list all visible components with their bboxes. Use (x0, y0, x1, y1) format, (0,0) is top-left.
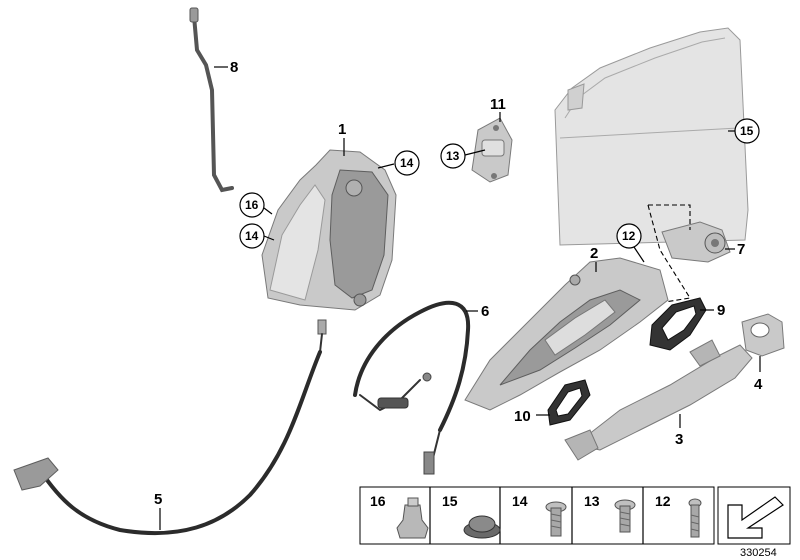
orientation-arrow-icon (727, 496, 784, 539)
callout-2: 2 (590, 245, 598, 262)
legend: 16 15 14 13 12 (359, 486, 791, 545)
callout-16: 16 (245, 198, 259, 212)
callout-12: 12 (622, 229, 636, 243)
legend-label-13: 13 (584, 493, 600, 509)
legend-screw-14 (545, 501, 567, 537)
part-2-handle-carrier (464, 257, 669, 411)
legend-label-15: 15 (442, 493, 458, 509)
callout-11: 11 (490, 96, 506, 113)
part-4-cover-cap (741, 313, 785, 357)
part-11-catch (471, 117, 513, 183)
legend-plug-15 (463, 515, 501, 539)
part-6-cable (353, 300, 471, 475)
part-3-door-handle (564, 339, 753, 461)
callout-7: 7 (737, 241, 745, 258)
callout-3: 3 (675, 431, 683, 448)
callouts: 1 8 14 16 14 11 13 15 12 7 2 (154, 59, 763, 530)
part-10-gasket (547, 379, 591, 426)
callout-15: 15 (740, 124, 754, 138)
legend-label-16: 16 (370, 493, 386, 509)
part-5-bowden-cable (13, 333, 323, 536)
part-1-door-lock (261, 149, 397, 335)
callout-9: 9 (717, 302, 725, 319)
callout-10: 10 (514, 408, 531, 425)
callout-6: 6 (481, 303, 489, 320)
part-7-lock-cylinder (647, 204, 731, 303)
legend-screw-13 (614, 499, 636, 533)
legend-label-12: 12 (655, 493, 671, 509)
part-8-operating-rod (189, 7, 234, 193)
legend-screw-12 (688, 498, 702, 538)
callout-14-upper: 14 (400, 156, 414, 170)
callout-14-lower: 14 (245, 229, 259, 243)
callout-8: 8 (230, 59, 238, 76)
callout-1: 1 (338, 121, 346, 138)
part-15-door (554, 27, 749, 246)
diagram-reference-number: 330254 (740, 547, 777, 559)
legend-label-14: 14 (512, 493, 528, 509)
legend-clip-16 (396, 497, 429, 539)
callout-5: 5 (154, 491, 162, 508)
callout-4: 4 (754, 376, 763, 393)
callout-13: 13 (446, 149, 460, 163)
part-9-gasket (649, 297, 707, 351)
